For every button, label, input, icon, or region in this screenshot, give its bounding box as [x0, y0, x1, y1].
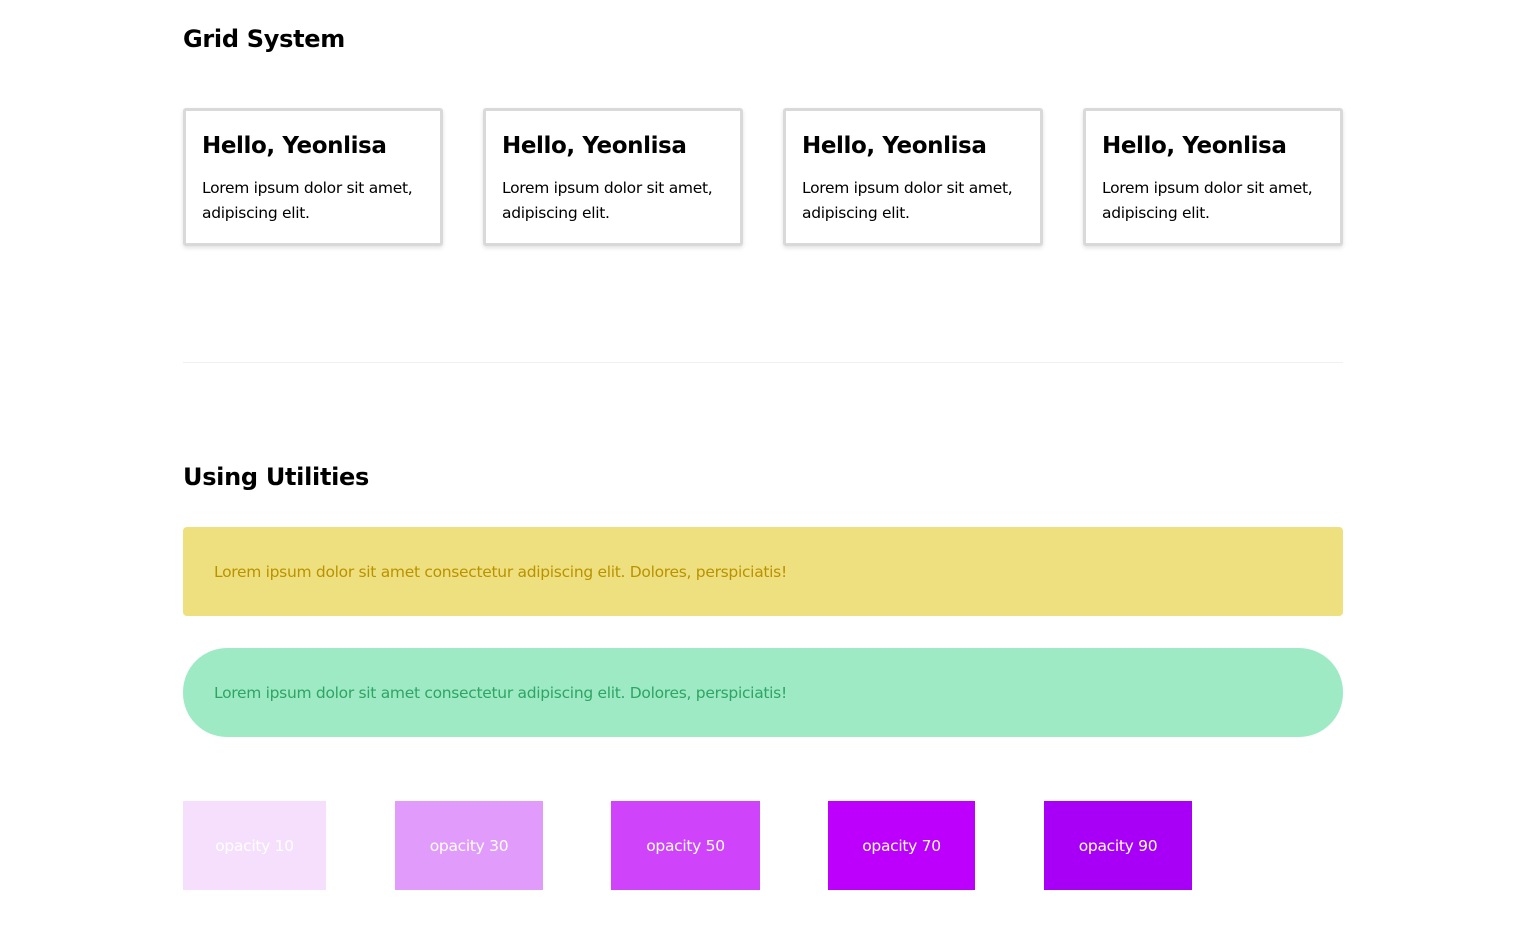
card-text: Lorem ipsum dolor sit amet, adipiscing e… [202, 179, 413, 222]
using-utilities-title: Using Utilities [183, 463, 370, 491]
opacity-box-label: opacity 10 [215, 836, 294, 855]
opacity-50-box: opacity 50 [611, 801, 760, 890]
card: Hello, Yeonlisa Lorem ipsum dolor sit am… [183, 108, 443, 246]
card: Hello, Yeonlisa Lorem ipsum dolor sit am… [783, 108, 1043, 246]
card-title: Hello, Yeonlisa [502, 133, 687, 159]
opacity-box-label: opacity 70 [862, 836, 941, 855]
warning-alert: Lorem ipsum dolor sit amet consectetur a… [183, 527, 1343, 616]
opacity-10-box: opacity 10 [183, 801, 326, 890]
opacity-90-box: opacity 90 [1044, 801, 1192, 890]
section-divider [183, 362, 1343, 363]
opacity-30-box: opacity 30 [395, 801, 543, 890]
card-text: Lorem ipsum dolor sit amet, adipiscing e… [1102, 179, 1313, 222]
card-title: Hello, Yeonlisa [802, 133, 987, 159]
success-alert: Lorem ipsum dolor sit amet consectetur a… [183, 648, 1343, 737]
card-grid: Hello, Yeonlisa Lorem ipsum dolor sit am… [183, 108, 1343, 246]
card: Hello, Yeonlisa Lorem ipsum dolor sit am… [483, 108, 743, 246]
opacity-box-label: opacity 30 [429, 836, 509, 855]
warning-alert-text: Lorem ipsum dolor sit amet consectetur a… [214, 562, 787, 581]
grid-system-title: Grid System [183, 25, 345, 53]
card-title: Hello, Yeonlisa [202, 133, 387, 159]
card: Hello, Yeonlisa Lorem ipsum dolor sit am… [1083, 108, 1343, 246]
opacity-box-label: opacity 50 [646, 836, 725, 855]
card-text: Lorem ipsum dolor sit amet, adipiscing e… [802, 179, 1013, 222]
success-alert-text: Lorem ipsum dolor sit amet consectetur a… [214, 683, 787, 702]
card-title: Hello, Yeonlisa [1102, 133, 1287, 159]
opacity-70-box: opacity 70 [828, 801, 975, 890]
opacity-box-label: opacity 90 [1078, 836, 1158, 855]
card-text: Lorem ipsum dolor sit amet, adipiscing e… [502, 179, 713, 222]
